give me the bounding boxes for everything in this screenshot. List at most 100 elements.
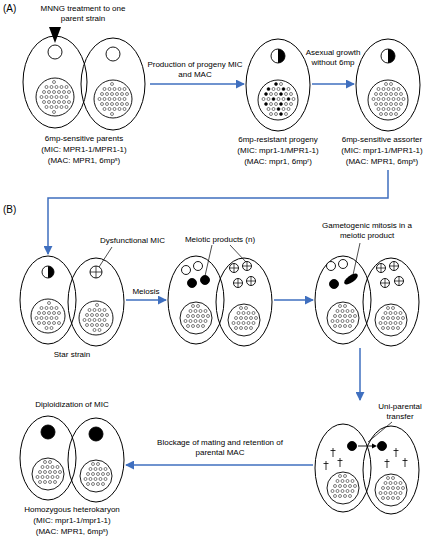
- chromatin-dot: [389, 492, 392, 495]
- chromatin-dot: [387, 327, 390, 330]
- chromatin-dot: [111, 83, 114, 86]
- micronucleus-half: [388, 49, 395, 63]
- chromatin-dot: [272, 98, 275, 101]
- chromatin-dot: [377, 98, 380, 101]
- chromatin-dot: [339, 485, 342, 488]
- chromatin-dot: [382, 108, 385, 111]
- stage-caption: (MIC: mpr1-1/MPR1-1): [237, 146, 318, 156]
- chromatin-dot: [280, 113, 283, 116]
- chromatin-dot: [242, 312, 245, 315]
- chromatin-dot: [50, 327, 53, 330]
- chromatin-dot: [346, 490, 349, 493]
- chromatin-dot: [275, 93, 278, 96]
- macronucleus: [36, 78, 74, 116]
- chromatin-dot: [91, 324, 94, 327]
- chromatin-dot: [35, 317, 38, 320]
- chromatin-dot: [242, 322, 245, 325]
- stage-caption: (MAC: MPR1, 6mpˢ): [346, 157, 419, 167]
- cell-fill: [356, 39, 420, 131]
- chromatin-dot: [240, 317, 243, 320]
- cell-stage: 6mp-sensitive parents(MIC: MPR1-1/MPR1-1…: [20, 34, 150, 170]
- chromatin-dot: [202, 325, 205, 328]
- chromatin-dot: [399, 312, 402, 315]
- chromatin-dot: [277, 108, 280, 111]
- chromatin-dot: [400, 103, 403, 106]
- chromatin-dot: [232, 322, 235, 325]
- chromatin-dot: [394, 322, 397, 325]
- chromatin-dot: [372, 98, 375, 101]
- chromatin-dot: [270, 113, 273, 116]
- chromatin-dot: [385, 113, 388, 116]
- chromatin-dot: [250, 317, 253, 320]
- chromatin-dot: [237, 322, 240, 325]
- chromatin-dot: [46, 466, 49, 469]
- chromatin-dot: [265, 93, 268, 96]
- micronucleus-half: [278, 49, 285, 63]
- chromatin-dot: [272, 88, 275, 91]
- chromatin-dot: [43, 101, 46, 104]
- chromatin-dot: [204, 320, 207, 323]
- dysfunction-cross: [377, 264, 386, 273]
- chromatin-dot: [199, 310, 202, 313]
- chromatin-dot: [275, 103, 278, 106]
- chromatin-dot: [334, 495, 337, 498]
- chromatin-dot: [123, 108, 126, 111]
- chromatin-dot: [202, 315, 205, 318]
- chromatin-dot: [392, 497, 395, 500]
- chromatin-dot: [389, 322, 392, 325]
- chromatin-dot: [197, 315, 200, 318]
- chromatin-dot: [45, 86, 48, 89]
- cell-outline: [363, 426, 419, 514]
- micronucleus: [377, 264, 386, 273]
- cell-outline: [246, 39, 310, 131]
- chromatin-dot: [285, 93, 288, 96]
- chromatin-dot: [103, 108, 106, 111]
- chromatin-dot: [341, 320, 344, 323]
- chromatin-dot: [384, 322, 387, 325]
- cell-stage: Gametogenic mitosis in a meiotic product: [313, 220, 421, 348]
- chromatin-dot: [339, 495, 342, 498]
- chromatin-dot: [390, 83, 393, 86]
- chromatin-dot: [40, 317, 43, 320]
- cell-outline: [68, 418, 124, 502]
- chromatin-dot: [287, 88, 290, 91]
- chromatin-dot: [395, 113, 398, 116]
- chromatin-dot: [99, 478, 102, 481]
- chromatin-dot: [397, 497, 400, 500]
- macronucleus: [327, 302, 359, 334]
- chromatin-dot: [45, 96, 48, 99]
- chromatin-dot: [58, 312, 61, 315]
- stage-caption: Meiotic products (n): [185, 235, 255, 245]
- chromatin-dot: [55, 86, 58, 89]
- degeneration-dagger: [394, 448, 399, 457]
- chromatin-dot: [126, 93, 129, 96]
- dysfunction-cross: [90, 266, 102, 278]
- chromatin-dot: [344, 485, 347, 488]
- chromatin-dot: [98, 319, 101, 322]
- chromatin-dot: [199, 320, 202, 323]
- chromatin-dot: [339, 475, 342, 478]
- chromatin-dot: [380, 93, 383, 96]
- chromatin-dot: [197, 305, 200, 308]
- chromatin-dot: [351, 490, 354, 493]
- chromatin-dot: [41, 466, 44, 469]
- cell-stage: Star strain: [18, 254, 126, 364]
- flow-arrow: [126, 299, 166, 301]
- chromatin-dot: [187, 325, 190, 328]
- chromatin-dot: [334, 325, 337, 328]
- chromatin-dot: [399, 482, 402, 485]
- chromatin-dot: [390, 103, 393, 106]
- chromatin-dot: [84, 478, 87, 481]
- chromatin-dot: [346, 310, 349, 313]
- chromatin-dot: [245, 307, 248, 310]
- chromatin-dot: [379, 492, 382, 495]
- chromatin-dot: [375, 103, 378, 106]
- chromatin-dot: [290, 103, 293, 106]
- chromatin-dot: [387, 497, 390, 500]
- micronucleus: [243, 262, 252, 271]
- chromatin-dot: [50, 96, 53, 99]
- chromatin-dot: [121, 93, 124, 96]
- chromatin-dot: [346, 480, 349, 483]
- flow-arrow: [126, 464, 313, 466]
- macronucleus: [327, 472, 359, 504]
